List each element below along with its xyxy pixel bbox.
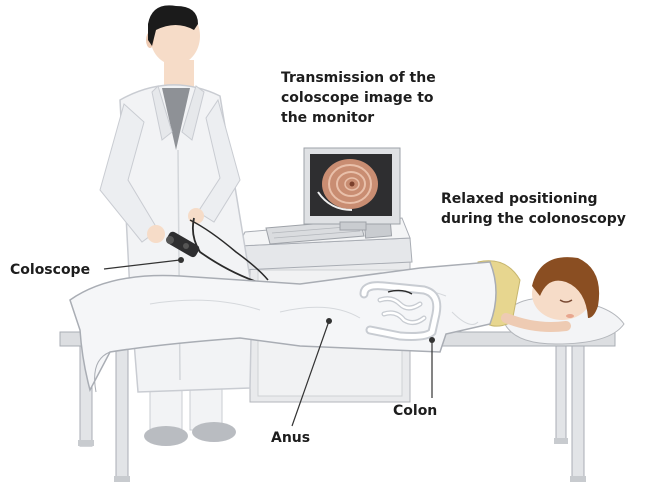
relaxed-positioning-label-line-2: during the colonoscopy (441, 209, 626, 229)
relaxed-positioning-label: Relaxed positioning during the colonosco… (441, 189, 626, 229)
transmission-label: Transmission of the coloscope image to t… (281, 68, 436, 128)
relaxed-positioning-label-line-1: Relaxed positioning (441, 189, 626, 209)
transmission-label-line-1: Transmission of the (281, 68, 436, 88)
colon-label: Colon (393, 401, 437, 421)
coloscope-label: Coloscope (10, 260, 90, 280)
transmission-label-line-2: coloscope image to (281, 88, 436, 108)
transmission-label-line-3: the monitor (281, 108, 436, 128)
anus-label: Anus (271, 428, 310, 448)
